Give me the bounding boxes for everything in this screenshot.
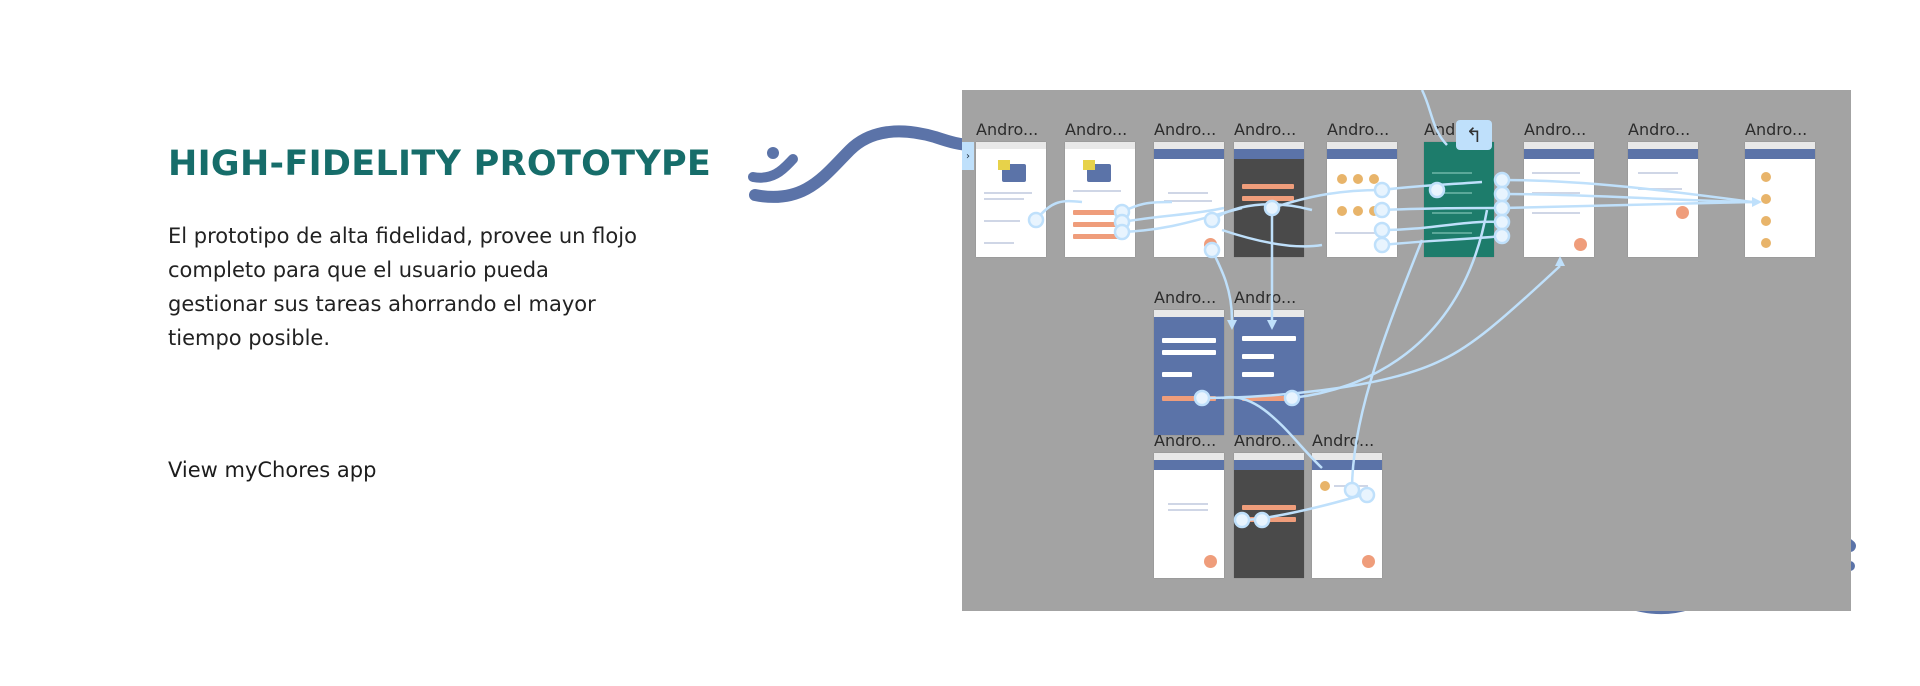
section-title: HIGH-FIDELITY PROTOTYPE	[168, 144, 712, 184]
screen-add-member[interactable]	[1154, 310, 1224, 435]
prototype-canvas[interactable]: Andro... Andro... Andro... Andro... Andr…	[962, 90, 1851, 611]
frame-label: Andro...	[1524, 120, 1587, 139]
frame-label: Andro...	[1065, 120, 1128, 139]
frame-label: Andro...	[1234, 120, 1297, 139]
screen-login[interactable]	[976, 142, 1046, 257]
frame-label: Andro...	[1327, 120, 1390, 139]
section-description: El prototipo de alta fidelidad, provee u…	[168, 224, 637, 350]
frame-label: Andro...	[1234, 288, 1297, 307]
frame-label: Andro...	[976, 120, 1039, 139]
screen-member-detail[interactable]	[1312, 453, 1382, 578]
undo-arrow-icon[interactable]: ↰	[1456, 120, 1492, 150]
view-app-link[interactable]: View myChores app	[168, 458, 377, 482]
frame-label: Andro...	[1154, 288, 1217, 307]
frame-label: Andro...	[1312, 431, 1375, 450]
screen-tasks[interactable]	[1524, 142, 1594, 257]
screen-empty-state[interactable]	[1154, 453, 1224, 578]
collapse-chevron-icon[interactable]: ›	[962, 142, 974, 170]
frame-label: Andro...	[1234, 431, 1297, 450]
frame-label: Andro...	[1154, 431, 1217, 450]
wave-decoration-icon	[748, 125, 975, 203]
frame-label: Andro...	[1154, 120, 1217, 139]
frame-label: Andro...	[1628, 120, 1691, 139]
frame-label: Andro...	[1745, 120, 1808, 139]
prototype-connections	[1027, 90, 1762, 529]
